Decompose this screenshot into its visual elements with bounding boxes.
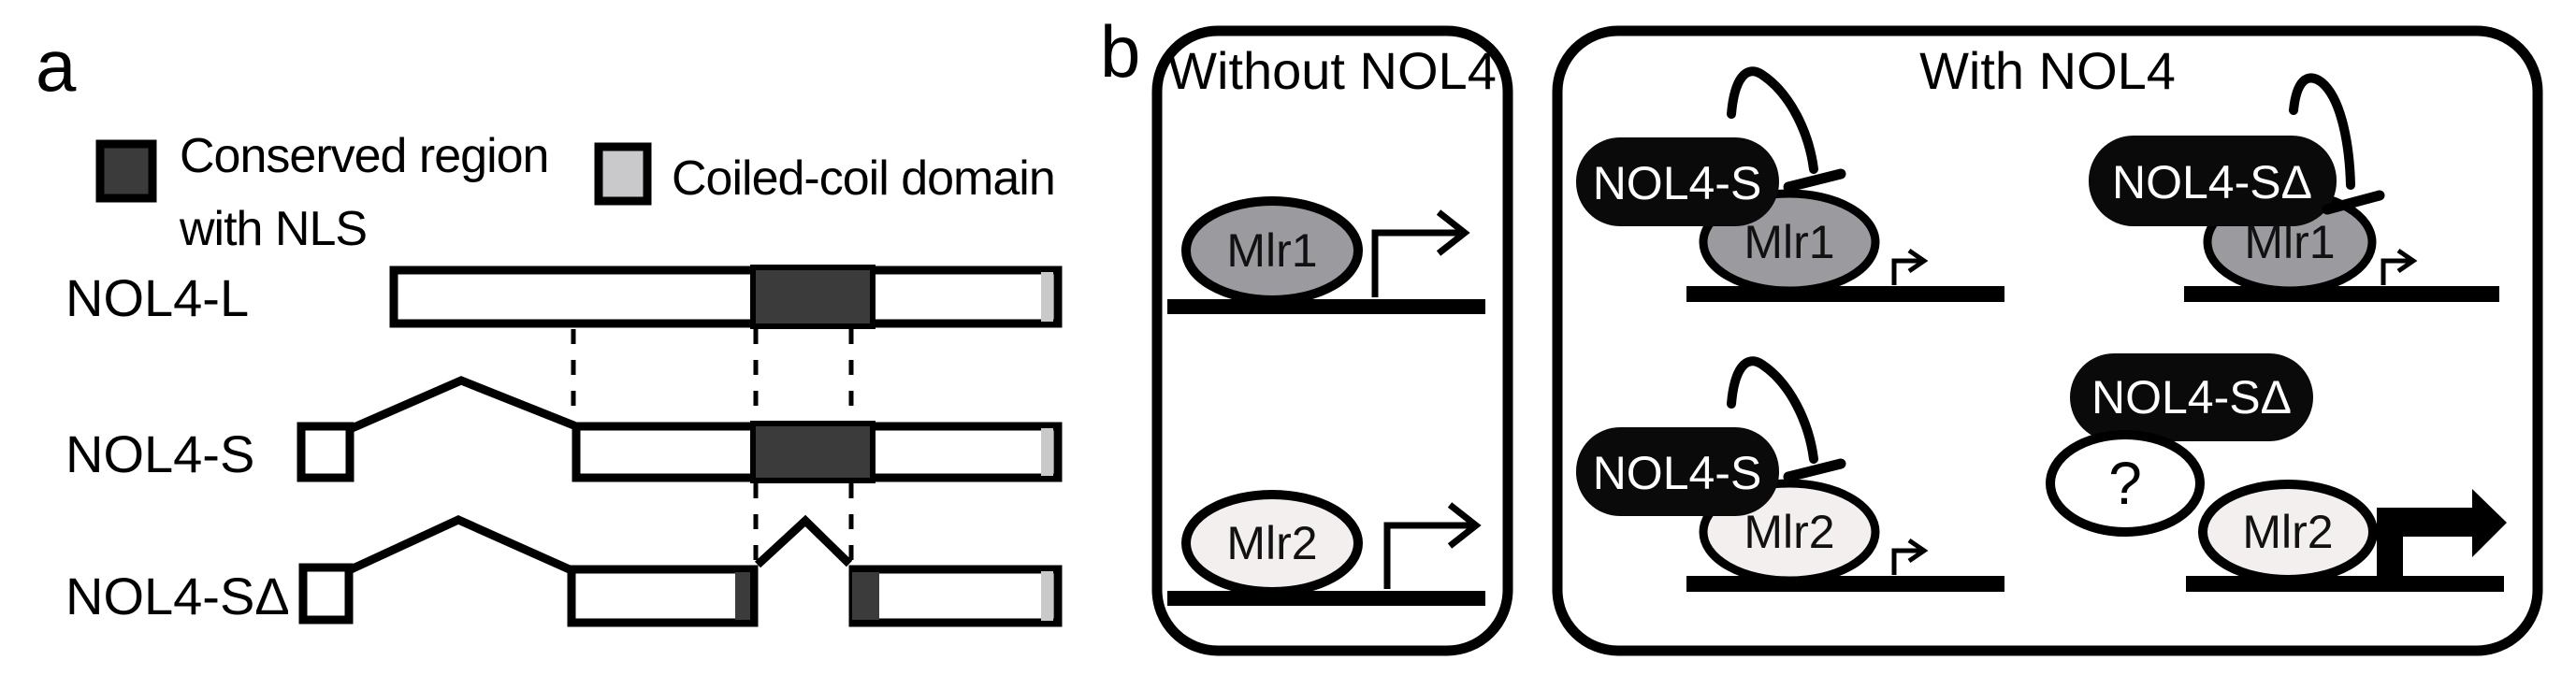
panel-b: b Without NOL4 Mlr1 Mlr2 — [1100, 10, 2543, 656]
isoform-label-nol4-l: NOL4-L — [65, 268, 249, 327]
legend: Conserved region with NLS Coiled-coil do… — [95, 129, 1056, 256]
without-mlr1-scene: Mlr1 — [1167, 196, 1485, 314]
dna-line — [1167, 591, 1485, 606]
nol4-s-delta-coiled-coil-stripe — [1041, 571, 1053, 621]
with-nol4-box: With NOL4 Mlr1 NOL4-S Mlr1 NOL4-SΔ — [1552, 25, 2543, 656]
dna-line — [1686, 286, 2004, 302]
isoform-label-nol4-s-delta: NOL4-SΔ — [65, 567, 290, 625]
strong-transcription-arrow — [2377, 489, 2507, 576]
repression-arc — [2289, 73, 2355, 190]
nol4-s-delta-bar-segment-1 — [567, 565, 759, 627]
repression-tbar-icon — [1783, 458, 1846, 482]
mlr1-ellipse — [1181, 196, 1363, 305]
mlr1-label: Mlr1 — [1226, 224, 1317, 277]
repression-tbar-icon — [1783, 168, 1846, 193]
panel-a-letter: a — [36, 24, 77, 107]
dna-line — [1686, 576, 2004, 592]
coiled-coil-swatch — [594, 142, 652, 206]
panel-a: a Conserved region with NLS Coiled-coil … — [36, 24, 1063, 627]
nol4-s-delta-conserved-remnant-left — [735, 572, 750, 620]
nol4s-capsule — [1576, 137, 1779, 226]
nol4-s-delta-deletion-caret — [754, 514, 853, 568]
nol4sdelta-capsule — [2089, 136, 2337, 226]
dna-line — [2186, 576, 2504, 592]
repression-tbar-icon — [2322, 190, 2385, 215]
isoform-row-nol4-s: NOL4-S — [65, 376, 1063, 483]
panel-b-letter: b — [1100, 10, 1140, 93]
unknown-factor-ellipse — [2046, 430, 2205, 537]
nol4-s-delta-exon1-box — [298, 563, 354, 625]
transcription-arrow — [1371, 229, 1459, 297]
mlr2-label: Mlr2 — [1226, 517, 1317, 569]
without-nol4-box: Without NOL4 Mlr1 Mlr2 — [1151, 25, 1513, 656]
isoform-row-nol4-l: NOL4-L — [65, 265, 1063, 329]
nol4sdelta-capsule — [2070, 353, 2313, 441]
repression-arc — [1727, 66, 1818, 174]
with-scene-nol4s-mlr1: Mlr1 NOL4-S — [1576, 66, 2004, 302]
weak-transcription-arrowhead-icon — [2396, 248, 2418, 274]
weak-transcription-arrow — [2381, 258, 2410, 285]
coiled-coil-label: Coiled-coil domain — [672, 151, 1055, 206]
conserved-region-swatch — [95, 139, 157, 203]
nol4s-capsule-label: NOL4-S — [1593, 447, 1762, 499]
weak-transcription-arrowhead-icon — [1907, 538, 1929, 564]
with-nol4-title: With NOL4 — [1919, 41, 2176, 100]
transcription-arrowhead-icon — [1447, 502, 1482, 549]
transcription-arrowhead-icon — [1436, 209, 1470, 256]
nol4-s-coiled-coil-stripe — [1041, 428, 1053, 476]
nol4-s-splice-caret — [348, 376, 578, 434]
weak-transcription-arrowhead-icon — [1907, 248, 1929, 274]
conserved-region-label-line2: with NLS — [179, 202, 367, 256]
without-mlr2-scene: Mlr2 — [1167, 490, 1485, 606]
mlr2-label: Mlr2 — [2242, 506, 2333, 558]
nol4s-capsule — [1576, 427, 1779, 516]
conserved-region-label-line1: Conserved region — [180, 129, 548, 183]
isoform-label-nol4-s: NOL4-S — [65, 424, 254, 483]
nol4-l-coiled-coil-stripe — [1041, 272, 1053, 322]
weak-transcription-arrow — [1891, 258, 1920, 285]
isoform-row-nol4-s-delta: NOL4-SΔ — [65, 514, 1063, 627]
without-nol4-title: Without NOL4 — [1167, 41, 1497, 100]
nol4-s-exon1-box — [297, 422, 355, 482]
with-scene-nol4sdelta-mlr2: Mlr2 NOL4-SΔ ? — [2046, 353, 2507, 592]
nol4-s-delta-conserved-remnant-right — [852, 572, 879, 620]
nol4sdelta-capsule-label: NOL4-SΔ — [2091, 371, 2292, 424]
with-scene-nol4s-mlr2: Mlr2 NOL4-S — [1576, 356, 2004, 592]
nol4sdelta-capsule-label: NOL4-SΔ — [2112, 156, 2312, 208]
mlr1-label: Mlr1 — [1744, 216, 1834, 268]
weak-transcription-arrow — [1891, 548, 1920, 575]
nol4-l-protein-bar — [389, 266, 1063, 328]
nol4-s-delta-splice-caret-1 — [347, 515, 573, 575]
mlr2-label: Mlr2 — [1744, 506, 1834, 558]
repression-arc — [1727, 356, 1818, 464]
nol4-s-conserved-region — [750, 421, 876, 483]
mlr2-ellipse — [2198, 480, 2378, 584]
nol4-s-delta-bar-segment-2 — [848, 565, 1063, 627]
nol4-l-conserved-region — [750, 265, 876, 329]
with-scene-nol4sdelta-mlr1: Mlr1 NOL4-SΔ — [2089, 73, 2499, 302]
dna-line — [2184, 286, 2499, 302]
nol4s-capsule-label: NOL4-S — [1593, 157, 1762, 209]
dna-line — [1167, 299, 1485, 314]
transcription-arrow — [1383, 522, 1470, 589]
unknown-factor-label: ? — [2108, 450, 2142, 517]
mlr2-ellipse — [1181, 490, 1363, 596]
